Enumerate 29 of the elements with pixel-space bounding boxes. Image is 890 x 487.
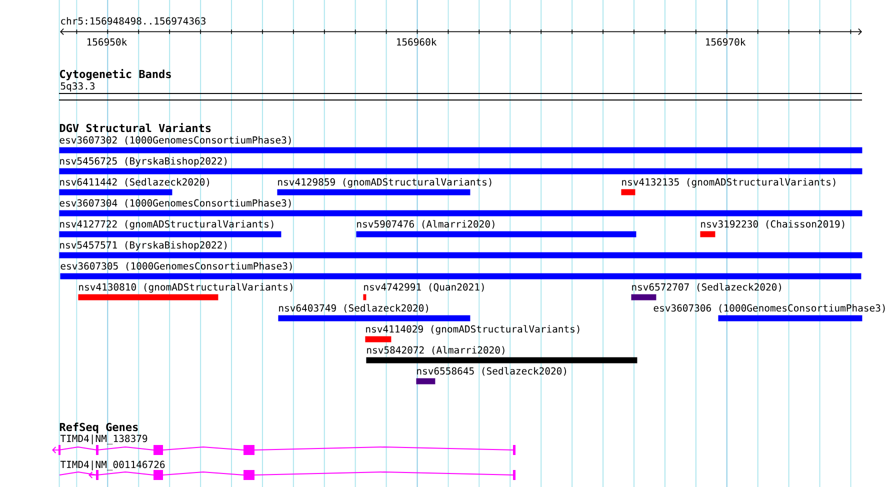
variant-label: nsv6572707 (Sedlazeck2020) xyxy=(632,283,782,292)
tick-label: 156960k xyxy=(396,38,437,46)
variant-label: nsv5456725 (ByrskaBishop2022) xyxy=(60,157,227,167)
variant-label: nsv4127722 (gnomADStructuralVariants) xyxy=(60,220,274,230)
variant-label: nsv5842072 (Almarri2020) xyxy=(367,346,504,355)
gene-label: TIMD4|NM_138379 xyxy=(60,434,148,444)
location-label: chr5:156948498..156974363 xyxy=(61,17,206,25)
variant-label: nsv4130810 (gnomADStructuralVariants) xyxy=(79,283,292,293)
track-heading: DGV Structural Variants xyxy=(60,123,211,132)
variant-label: nsv4114029 (gnomADStructuralVariants) xyxy=(366,325,580,335)
variant-label: nsv3192230 (Chaisson2019) xyxy=(701,220,844,229)
variant-label: esv3607302 (1000GenomesConsortiumPhase3) xyxy=(60,136,291,145)
gene-label: TIMD4|NM_001146726 xyxy=(60,460,165,470)
variant-label: nsv5457571 (ByrskaBishop2022) xyxy=(60,241,227,251)
variant-label: esv3607304 (1000GenomesConsortiumPhase3) xyxy=(60,199,291,208)
track-heading: RefSeq Genes xyxy=(60,422,138,434)
variant-label: nsv6411442 (Sedlazeck2020) xyxy=(60,178,210,187)
tick-label: 156950k xyxy=(86,38,128,46)
variant-label: nsv4132135 (gnomADStructuralVariants) xyxy=(622,178,836,188)
variant-label: nsv5907476 (Almarri2020) xyxy=(357,220,494,229)
tick-label: 156970k xyxy=(704,38,746,46)
track-heading: Cytogenetic Bands xyxy=(60,69,171,80)
variant-label: esv3607306 (1000GenomesConsortiumPhase3) xyxy=(654,304,885,313)
variant-label: esv3607305 (1000GenomesConsortiumPhase3) xyxy=(60,262,292,271)
band-label: 5q33.3 xyxy=(60,82,95,92)
variant-label: nsv6558645 (Sedlazeck2020) xyxy=(417,367,566,376)
variant-label: nsv4742991 (Quan2021) xyxy=(364,283,484,292)
variant-label: nsv4129859 (gnomADStructuralVariants) xyxy=(278,178,492,188)
variant-label: nsv6403749 (Sedlazeck2020) xyxy=(279,304,428,313)
